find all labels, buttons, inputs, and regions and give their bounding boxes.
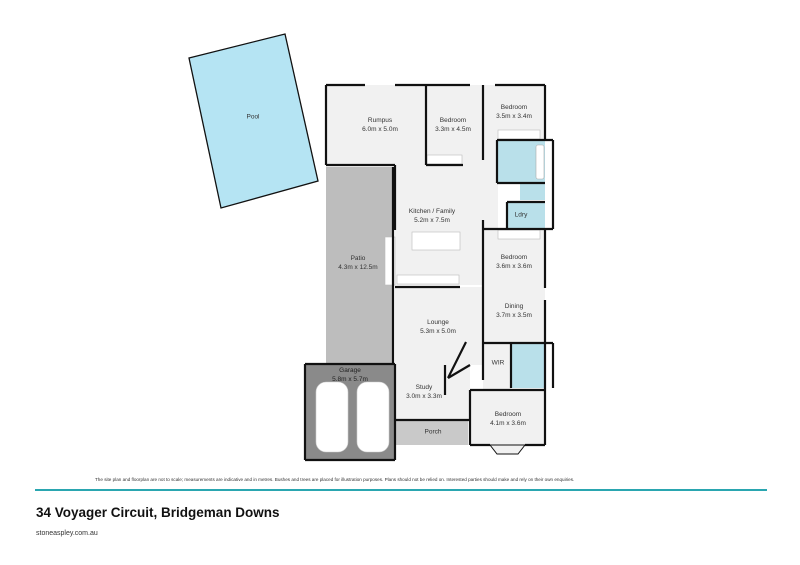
room-name: Dining: [504, 303, 524, 311]
floor-plan: [188, 33, 555, 462]
room-label-laundry: Ldry: [515, 212, 528, 221]
car-icon: [356, 381, 390, 453]
study-floor: [395, 365, 470, 420]
car-icon: [315, 381, 349, 453]
room-name: Bedroom: [494, 411, 522, 419]
room-name: Pool: [246, 113, 260, 121]
room-dims: 3.3m x 4.5m: [435, 126, 471, 133]
agency-website: stoneaspley.com.au: [36, 530, 98, 537]
room-name: Lounge: [427, 319, 449, 327]
room-label-pool: Pool: [246, 114, 259, 123]
room-dims: 5.8m x 5.7m: [332, 376, 368, 383]
room-name: Patio: [350, 255, 366, 263]
room-name: Rumpus: [367, 117, 393, 125]
wardrobe: [497, 229, 541, 240]
room-dims: 4.1m x 3.6m: [490, 420, 526, 427]
wardrobe: [426, 154, 463, 165]
bath-tub: [535, 144, 545, 180]
master-bay: [488, 444, 527, 455]
dining-floor: [483, 288, 545, 343]
laundry-floor: [507, 202, 545, 229]
rumpus-floor: [326, 85, 426, 165]
kitchen-floor: [395, 165, 483, 285]
room-name: Bedroom: [439, 117, 467, 125]
hall-floor: [483, 140, 498, 240]
pool-area: [188, 33, 319, 209]
lounge-floor: [395, 287, 483, 365]
patio-floor: [326, 167, 393, 363]
kitchen-bench-side: [384, 236, 396, 286]
bedroom4-floor: [483, 230, 545, 288]
ensuite-floor: [511, 343, 545, 388]
porch-floor: [396, 420, 468, 445]
room-dims: 5.2m x 7.5m: [414, 217, 450, 224]
room-dims: 3.6m x 3.6m: [496, 263, 532, 270]
disclaimer-text: The site plan and floorplan are not to s…: [95, 477, 575, 482]
room-dims: 5.3m x 5.0m: [420, 328, 456, 335]
room-label-porch: Porch: [425, 429, 442, 438]
room-dims: 3.5m x 3.4m: [496, 113, 532, 120]
master-floor: [470, 390, 545, 445]
kitchen-island: [411, 231, 461, 251]
room-dims: 4.3m x 12.5m: [338, 264, 378, 271]
room-dims: 3.7m x 3.5m: [496, 312, 532, 319]
walls: [303, 83, 555, 462]
wir-floor: [483, 343, 511, 393]
room-name: Bedroom: [500, 254, 528, 262]
property-address: 34 Voyager Circuit, Bridgeman Downs: [36, 505, 280, 520]
wardrobe: [497, 129, 541, 140]
room-name: Study: [415, 384, 433, 392]
room-name: WIR: [491, 359, 505, 367]
room-dims: 6.0m x 5.0m: [362, 126, 398, 133]
room-name: Bedroom: [500, 104, 528, 112]
bedroom2-floor: [426, 85, 483, 165]
room-label-wir: WIR: [492, 360, 505, 369]
divider: [35, 489, 767, 491]
kitchen-bench: [396, 274, 460, 285]
toilet-floor: [520, 183, 545, 200]
room-name: Ldry: [514, 211, 528, 219]
room-dims: 3.0m x 3.3m: [406, 393, 442, 400]
room-name: Kitchen / Family: [408, 208, 456, 216]
room-name: Garage: [339, 367, 361, 375]
room-name: Porch: [424, 428, 442, 436]
